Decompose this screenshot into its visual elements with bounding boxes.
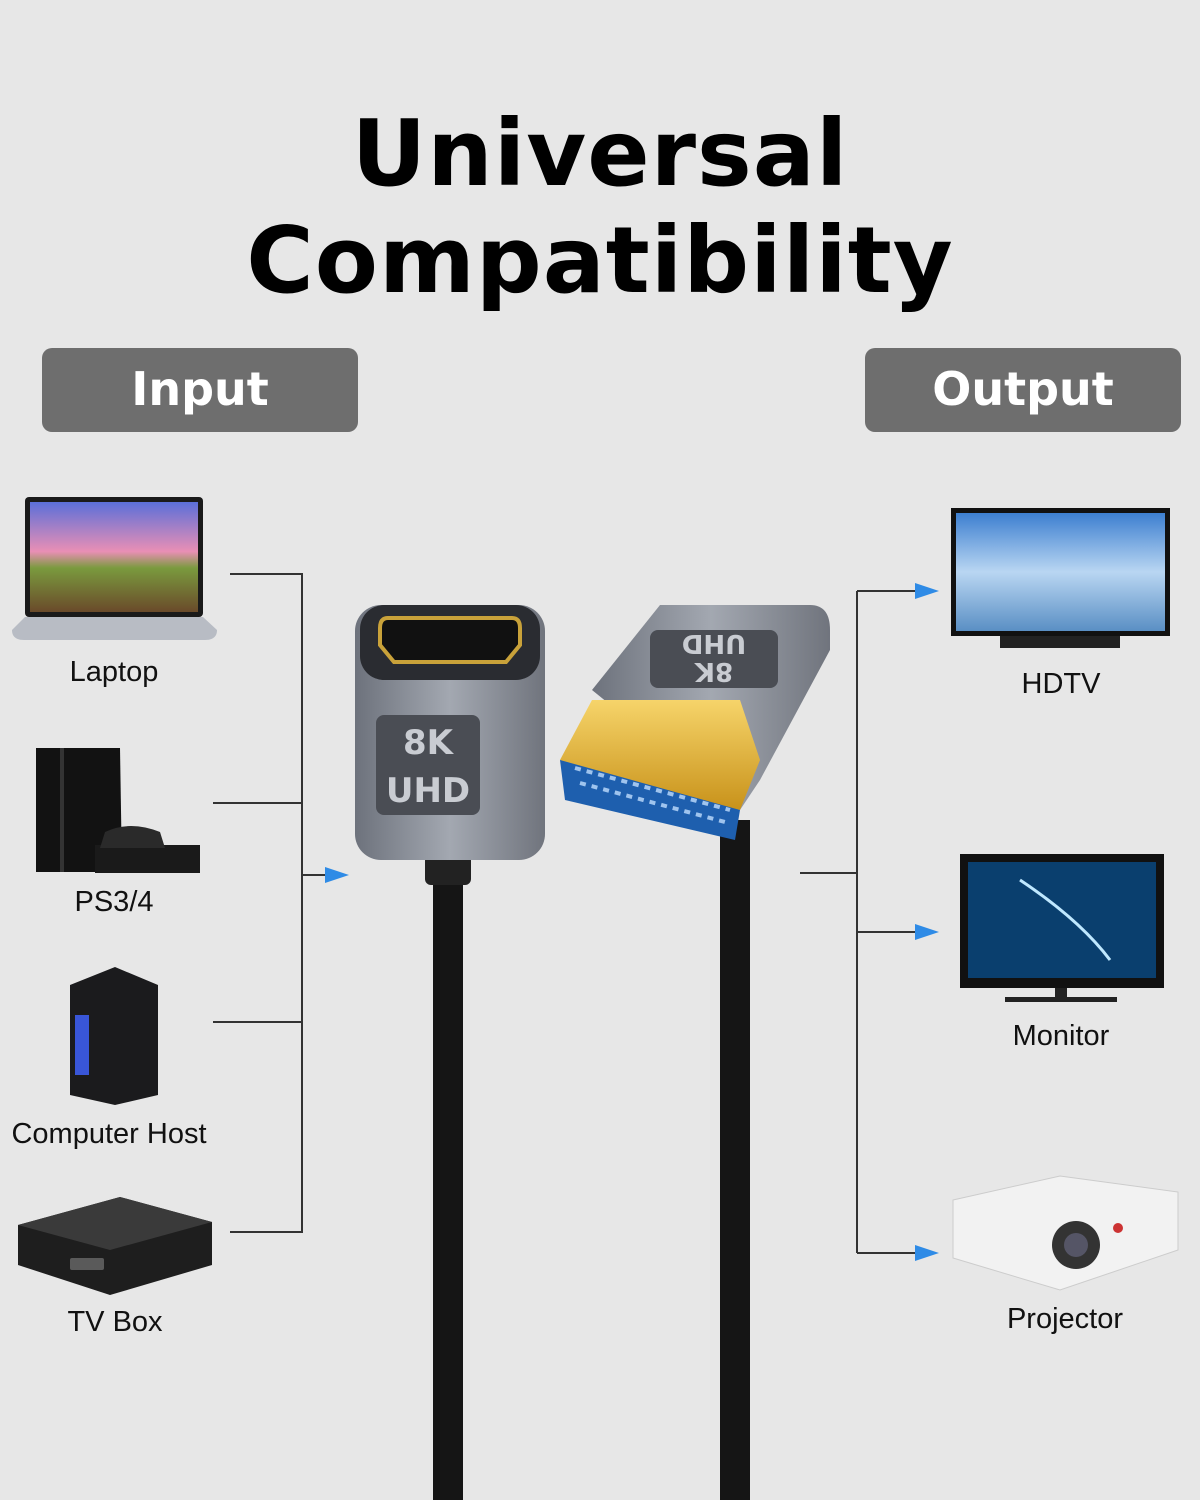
input-connector-lines [213, 573, 303, 1233]
male-badge-8k: 8K [694, 656, 733, 686]
output-device-label-hdtv: HDTV [1021, 668, 1101, 700]
input-device-label-tv-box: TV Box [67, 1306, 163, 1338]
projector-icon [952, 1175, 1179, 1291]
tv-box-icon [18, 1197, 212, 1295]
hdmi-female-connector: 8K UHD [355, 605, 545, 885]
game-console-icon [36, 748, 200, 873]
output-device-label-projector: Projector [1006, 1303, 1124, 1335]
laptop-icon [12, 497, 217, 640]
female-badge-8k: 8K [403, 723, 455, 763]
hdmi-male-connector: 8K UHD [560, 605, 830, 840]
female-badge-uhd: UHD [386, 771, 470, 811]
output-badge: Output [865, 348, 1181, 432]
tv-icon [951, 508, 1170, 648]
input-device-label-laptop: Laptop [69, 656, 159, 688]
output-connector-lines [800, 591, 858, 1253]
male-cable [720, 820, 750, 1500]
page-title: Universal Compatibility [246, 100, 954, 314]
input-device-label-computer-host: Computer Host [11, 1118, 207, 1150]
monitor-icon [960, 854, 1164, 1002]
male-badge-uhd: UHD [682, 628, 746, 658]
input-device-label-ps: PS3/4 [74, 886, 154, 918]
desktop-tower-icon [70, 967, 158, 1105]
input-badge: Input [42, 348, 358, 432]
output-device-label-monitor: Monitor [1012, 1020, 1110, 1052]
female-cable [433, 860, 463, 1500]
